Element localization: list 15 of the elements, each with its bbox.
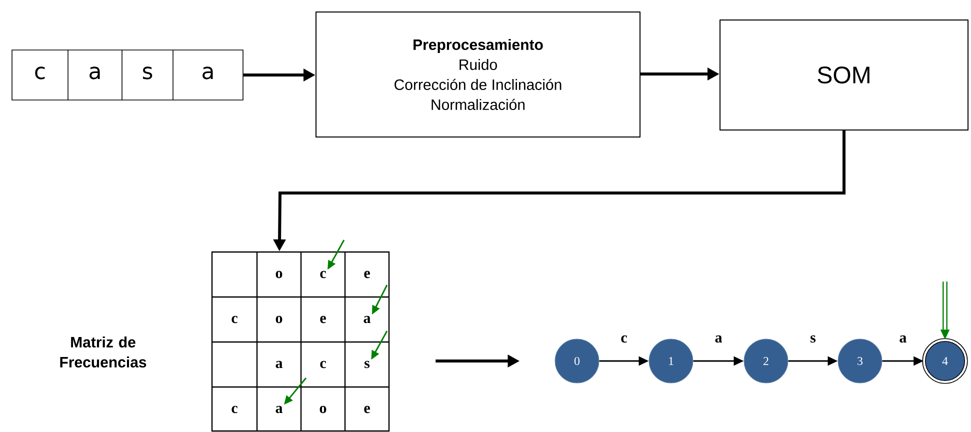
handwritten-letter: a [90,66,100,80]
edge-label: c [620,334,628,344]
process-box: Preprocesamiento Ruido Corrección de Inclinación Normalización [316,12,640,138]
edge-label: a [714,334,724,344]
handwritten-letter: a [202,66,213,80]
matrix-letter: a [364,316,371,324]
edge-label: s [809,334,817,344]
matrix-letter: c [320,270,326,278]
process-box: SOM [720,20,968,130]
matrix-caption: Matriz de Frecuencias [60,336,146,368]
matrix-letter: a [276,406,283,414]
matrix-letter: s [364,360,370,368]
handwritten-letter: s [142,66,152,80]
edge-label: a [898,334,908,344]
handwritten-letter: c [35,66,45,80]
